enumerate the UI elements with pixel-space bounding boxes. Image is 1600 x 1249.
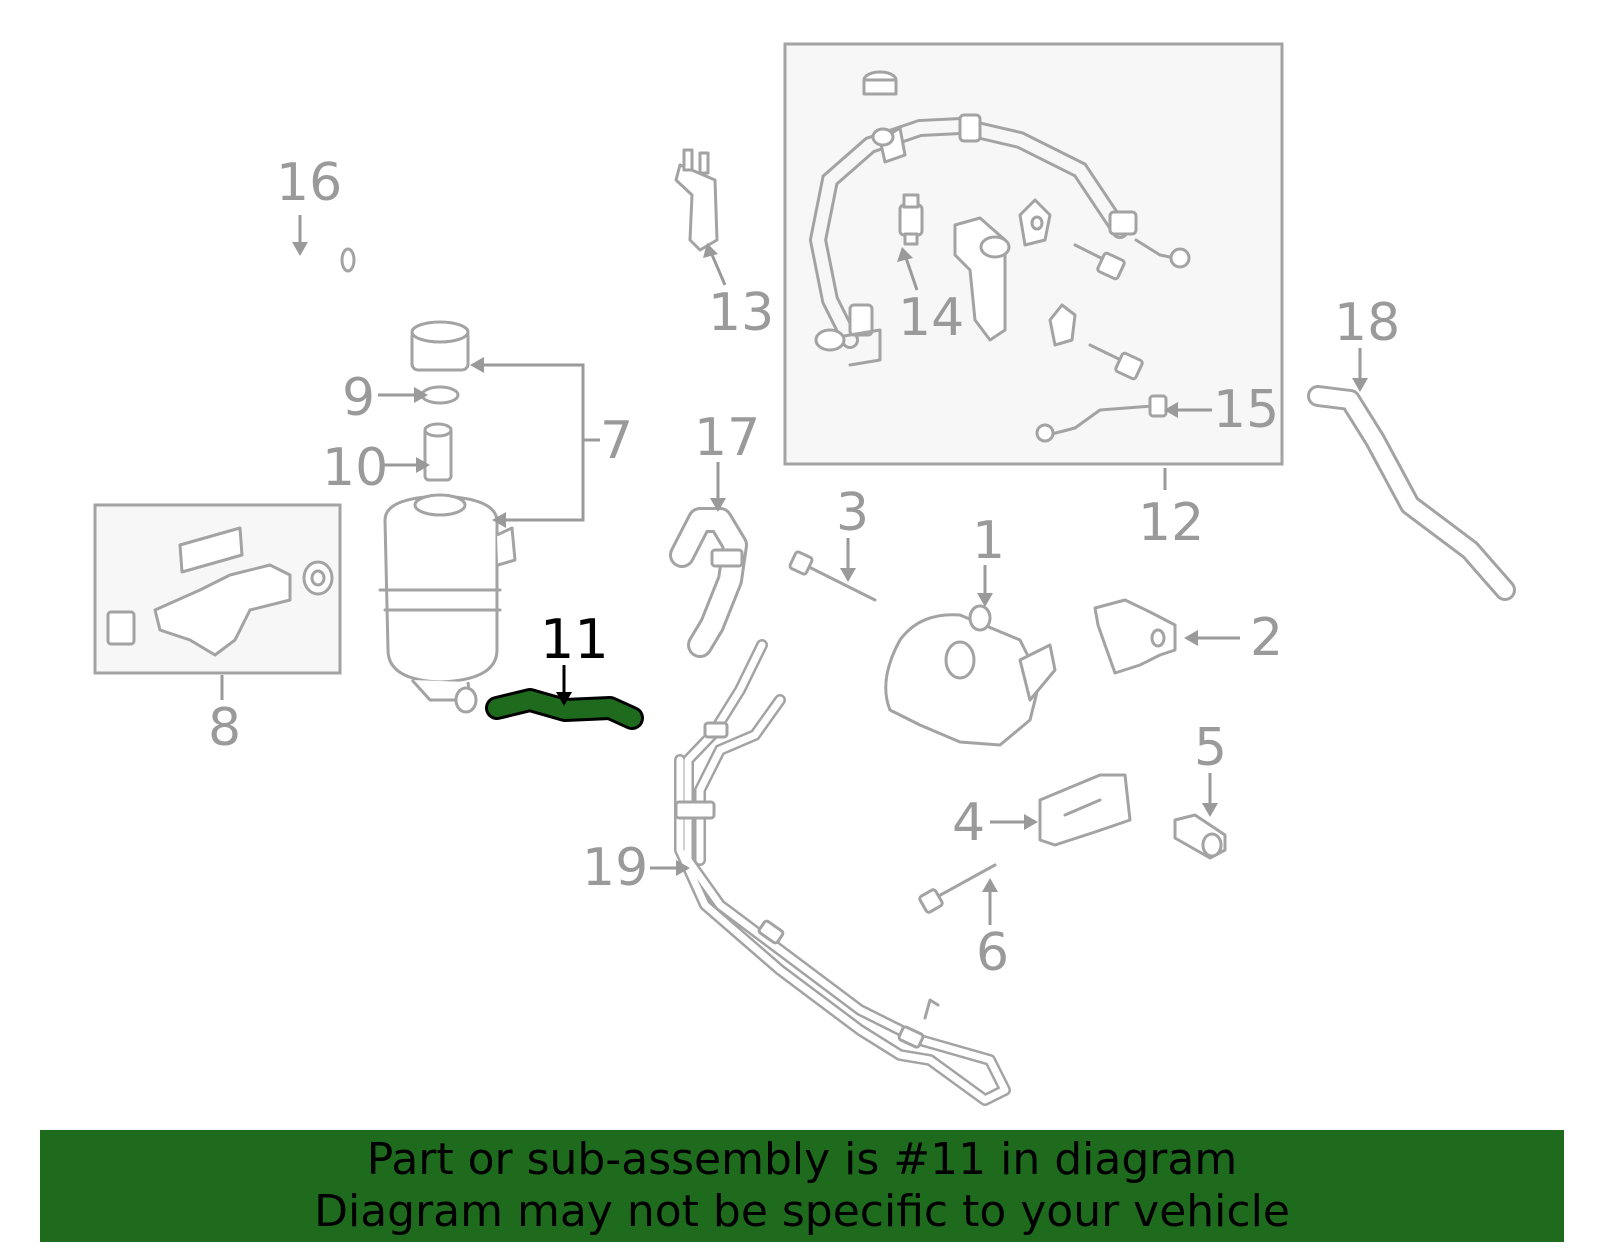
callout-labels: 16 9 10 7 8 11 13 14 15 12 17 3 1 18 2 5… xyxy=(208,153,1400,983)
callout-18: 18 xyxy=(1334,293,1400,353)
part-17-hose xyxy=(669,507,748,658)
callout-13: 13 xyxy=(708,283,774,343)
part-4-bracket xyxy=(1038,773,1132,847)
callout-5: 5 xyxy=(1194,718,1227,778)
part-19-pressure-line xyxy=(674,639,1011,1106)
part-14-valve xyxy=(898,193,924,246)
callout-17: 17 xyxy=(694,408,760,468)
banner-line-2: Diagram may not be specific to your vehi… xyxy=(314,1186,1290,1237)
callout-19: 19 xyxy=(582,838,648,898)
part-5-sensor xyxy=(1173,813,1227,860)
part-12-hose-assembly xyxy=(808,70,1191,367)
part-11-hose-highlighted xyxy=(485,688,644,730)
callout-6: 6 xyxy=(976,923,1009,983)
part-3-bolt xyxy=(788,550,877,602)
part-2-bracket xyxy=(1093,598,1177,675)
callout-3: 3 xyxy=(836,483,869,543)
callout-1: 1 xyxy=(972,511,1005,571)
part-18-hose xyxy=(1307,385,1516,601)
callout-12: 12 xyxy=(1138,493,1204,553)
group-box-12 xyxy=(783,42,1284,466)
callout-7: 7 xyxy=(600,411,633,471)
part-15-tube xyxy=(1035,394,1168,443)
callout-9: 9 xyxy=(342,368,375,428)
part-1-pump xyxy=(884,604,1057,747)
part-16-hose xyxy=(232,247,356,433)
part-7-reservoir xyxy=(378,320,517,714)
callout-11: 11 xyxy=(540,608,609,671)
part-8-bracket-set xyxy=(106,526,334,657)
group-12-brackets-bolts xyxy=(953,198,1144,381)
leader-lines xyxy=(220,215,1368,925)
part-6-bolt xyxy=(918,863,997,914)
callout-14: 14 xyxy=(898,288,964,348)
banner-line-1: Part or sub-assembly is #11 in diagram xyxy=(366,1134,1238,1185)
callout-15: 15 xyxy=(1213,380,1279,440)
callout-4: 4 xyxy=(952,793,985,853)
callout-8: 8 xyxy=(208,698,241,758)
callout-2: 2 xyxy=(1250,608,1283,668)
callout-16: 16 xyxy=(276,153,342,213)
info-banner: Part or sub-assembly is #11 in diagram D… xyxy=(40,1130,1564,1242)
part-13-bracket xyxy=(674,148,719,252)
callout-10: 10 xyxy=(322,438,388,498)
